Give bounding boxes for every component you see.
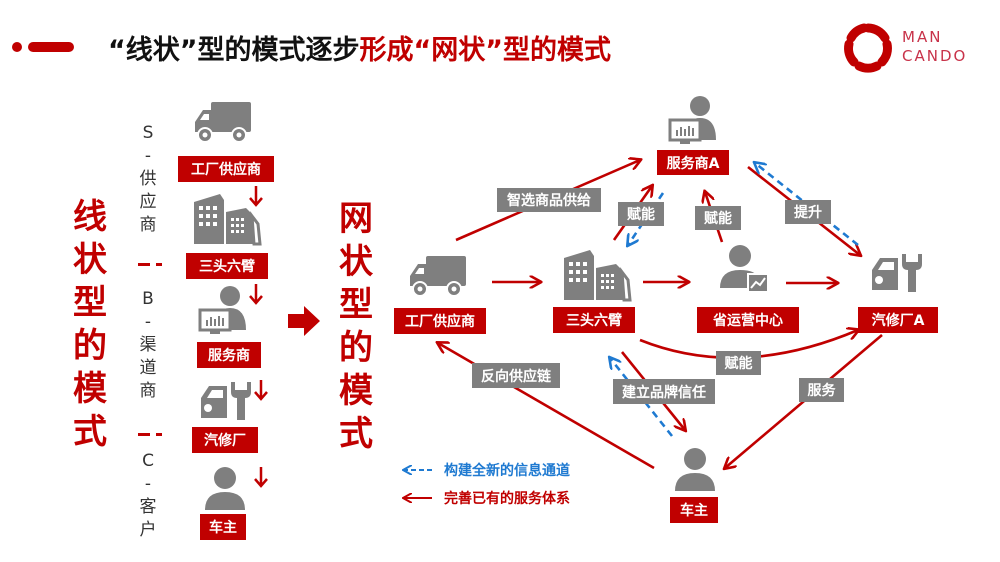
edge-label-reverse-supply: 反向供应链 (472, 363, 560, 388)
page-title-part-red: 形成“网状”型的模式 (359, 35, 612, 66)
vtitle-char: 的 (73, 326, 107, 366)
chain-box-factory: 工厂供应商 (178, 156, 274, 182)
axis-segment-s: S - 供 应 商 (135, 122, 161, 237)
segment-char: 应 (139, 192, 157, 212)
legend-blue-label: 构建全新的信息通道 (444, 463, 570, 479)
chain-box-garage: 汽修厂 (192, 427, 258, 453)
person-icon (675, 448, 715, 491)
logo-ring-icon (844, 23, 892, 73)
vtitle-char: 模 (339, 371, 373, 411)
segment-char: 商 (139, 381, 157, 401)
segment-char: 户 (139, 520, 157, 540)
vtitle-char: 模 (73, 369, 107, 409)
axis-segment-b: B - 渠 道 商 (135, 288, 161, 403)
vtitle-char: 状 (73, 240, 107, 280)
buildings-icon (564, 250, 632, 302)
vtitle-char: 型 (73, 283, 107, 323)
car-wrench-icon (872, 254, 922, 292)
edge-label-empower: 赋能 (695, 206, 741, 230)
logo-line-2: CANDO (902, 47, 968, 65)
chain-box-service: 服务商 (197, 342, 261, 368)
linear-model-vertical-title: 线 状 型 的 模 式 (70, 196, 110, 454)
legend-red-label: 完善已有的服务体系 (444, 491, 570, 507)
segment-letter: B (142, 289, 154, 309)
page-title-part-black: “线状”型的模式逐步 (108, 35, 360, 66)
title-decoration-bar (28, 42, 74, 52)
vtitle-char: 的 (339, 328, 373, 368)
vtitle-char: 线 (73, 197, 107, 237)
segment-char: 道 (139, 358, 157, 378)
person-computer-icon (198, 286, 246, 334)
page-title: “线状”型的模式逐步形成“网状”型的模式 (108, 28, 611, 67)
edge-label-smart-supply: 智选商品供给 (497, 188, 601, 212)
axis-segment-c: C - 客 户 (135, 450, 161, 542)
vtitle-char: 型 (339, 285, 373, 325)
transition-arrow-icon (288, 306, 320, 336)
segment-char: 客 (139, 497, 157, 517)
person-icon (205, 467, 245, 510)
segment-char: 商 (139, 215, 157, 235)
vtitle-char: 式 (339, 414, 373, 454)
chain-box-santou: 三头六臂 (186, 253, 268, 279)
edge-label-empower: 赋能 (618, 202, 664, 226)
truck-icon (410, 256, 466, 297)
segment-dash: - (144, 312, 152, 332)
truck-icon (195, 102, 251, 143)
edge-label-brand-trust: 建立品牌信任 (613, 379, 715, 404)
down-arrow-icon (254, 380, 268, 401)
edge-label-empower: 赋能 (716, 351, 761, 375)
down-arrow-icon (249, 186, 263, 207)
node-service-a: 服务商A (657, 150, 729, 175)
segment-divider (138, 263, 164, 267)
edge-label-service: 服务 (799, 378, 844, 402)
edge-label-upgrade: 提升 (785, 200, 831, 224)
logo-line-1: MAN (902, 28, 943, 46)
car-wrench-icon (201, 382, 251, 420)
segment-char: 供 (139, 169, 157, 189)
person-chart-icon (720, 245, 769, 293)
node-santou: 三头六臂 (553, 307, 635, 333)
down-arrow-icon (249, 284, 263, 305)
node-owner: 车主 (670, 497, 718, 523)
vtitle-char: 状 (339, 242, 373, 282)
title-decoration-dot (12, 42, 22, 52)
segment-letter: S (142, 123, 154, 143)
vtitle-char: 式 (73, 412, 107, 452)
segment-divider (138, 433, 164, 437)
edge-owner-to-factory (438, 343, 655, 470)
down-arrow-icon (254, 467, 268, 488)
network-model-vertical-title: 网 状 型 的 模 式 (336, 198, 376, 456)
brand-logo-text: MAN CANDO (902, 28, 967, 66)
node-factory: 工厂供应商 (394, 308, 486, 334)
segment-letter: C (142, 451, 154, 471)
node-provincial: 省运营中心 (697, 307, 799, 333)
segment-dash: - (144, 474, 152, 494)
info-edge-service-to-santou (628, 192, 665, 245)
vtitle-char: 网 (339, 199, 373, 239)
segment-dash: - (144, 146, 152, 166)
buildings-icon (194, 194, 262, 246)
segment-char: 渠 (139, 335, 157, 355)
chain-box-owner: 车主 (200, 514, 246, 540)
node-garage-a: 汽修厂A (858, 307, 938, 333)
person-computer-icon (668, 96, 716, 144)
